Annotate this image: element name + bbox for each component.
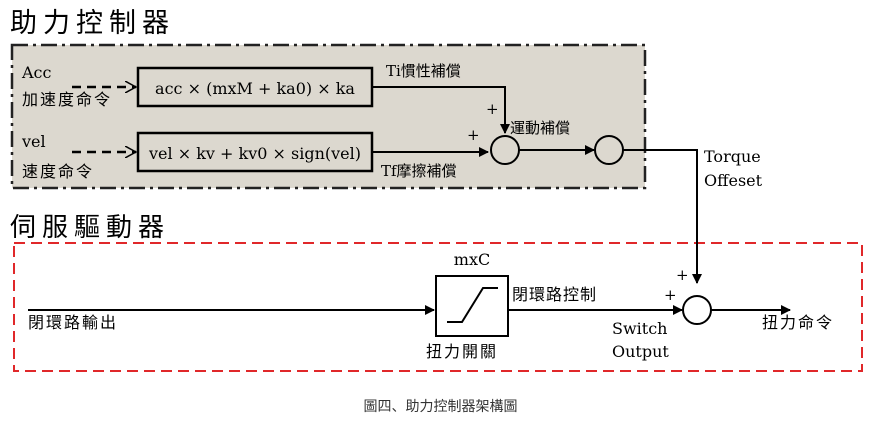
vel-input-desc: 速度命令 — [22, 162, 94, 181]
torque-command-label: 扭力命令 — [762, 313, 834, 332]
inertia-comp-line — [372, 86, 510, 134]
vel-formula-text: vel × kv + kv0 × sign(vel) — [148, 144, 361, 163]
vel-input-label: vel — [21, 132, 46, 151]
sum3-plus-top: + — [676, 266, 689, 284]
servo-driver-region — [13, 242, 863, 372]
acc-input-desc: 加速度命令 — [22, 90, 112, 109]
sum3-plus-left: + — [664, 286, 677, 304]
sum1-plus-top: + — [486, 100, 499, 118]
figure-caption: 圖四、助力控制器架構圖 — [363, 399, 518, 415]
torque-switch-block — [435, 275, 509, 337]
torque-offset-label-2: Offeset — [704, 171, 763, 190]
sum1-plus-left: + — [467, 126, 480, 144]
assist-controller-title: 助力控制器 — [10, 8, 175, 39]
switch-output-label-1: Switch — [612, 319, 667, 338]
acc-formula-text: acc × (mxM + ka0) × ka — [155, 79, 355, 98]
servo-driver-title: 伺服驅動器 — [10, 213, 170, 243]
control-architecture-diagram: 助力控制器 伺服驅動器 Acc 加速度命令 vel 速度命令 acc × (mx… — [10, 8, 863, 372]
switch-output-label-2: Output — [612, 342, 669, 361]
summing-junction-3 — [682, 295, 712, 325]
acc-input-label: Acc — [21, 63, 52, 82]
closed-loop-control-label: 閉環路控制 — [512, 285, 597, 304]
inertia-comp-label: Ti慣性補償 — [386, 62, 461, 80]
closed-loop-output-label: 閉環路輸出 — [28, 313, 118, 332]
motion-comp-label: 運動補償 — [510, 119, 570, 137]
torque-switch-label: 扭力開關 — [426, 342, 498, 361]
torque-offset-label-1: Torque — [704, 147, 761, 166]
torque-offset-line — [623, 149, 702, 284]
saturation-icon — [447, 287, 498, 323]
mxc-label: mxC — [454, 250, 490, 269]
assist-controller-region — [10, 43, 647, 190]
friction-comp-label: Tf摩擦補償 — [381, 162, 457, 180]
